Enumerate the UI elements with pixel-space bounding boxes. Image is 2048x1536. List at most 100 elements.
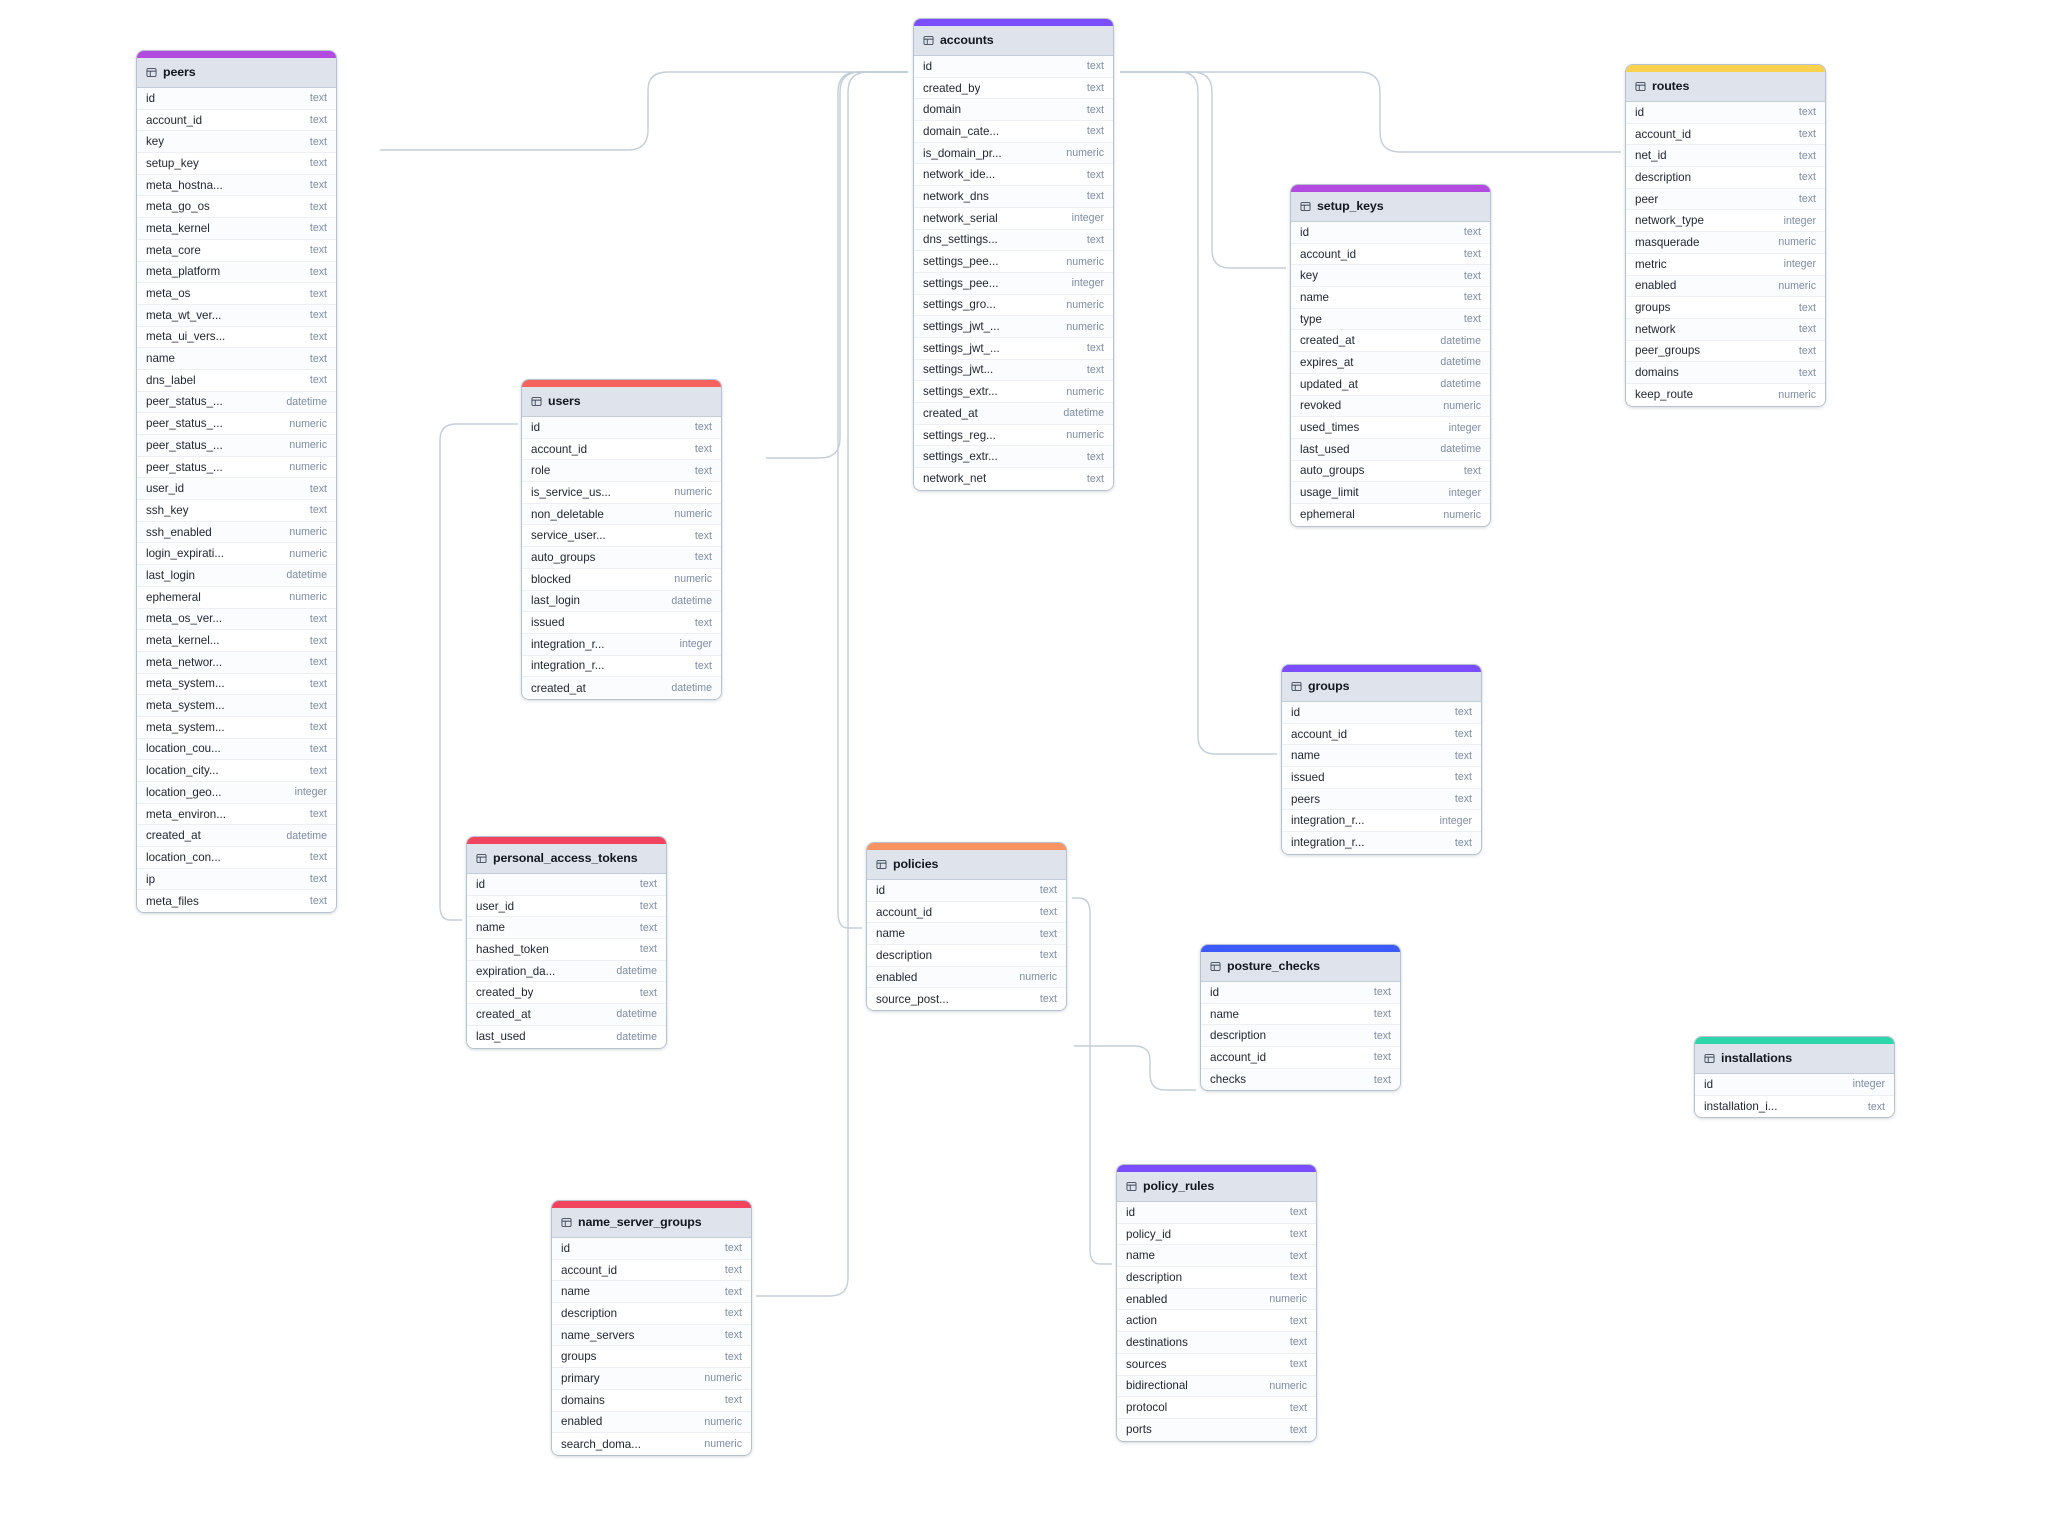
- field-row[interactable]: location_geo...integer: [137, 782, 336, 804]
- table-header-peers[interactable]: peers: [137, 58, 336, 88]
- field-row[interactable]: settings_jwt...text: [914, 359, 1113, 382]
- field-row[interactable]: meta_ui_vers...text: [137, 326, 336, 349]
- field-row[interactable]: location_cou...text: [137, 738, 336, 761]
- table-header-name_server_groups[interactable]: name_server_groups: [552, 1208, 751, 1238]
- field-row[interactable]: peer_status_...datetime: [137, 391, 336, 414]
- table-header-policies[interactable]: policies: [867, 850, 1066, 880]
- field-row[interactable]: meta_hostna...text: [137, 174, 336, 197]
- field-row[interactable]: integration_r...text: [1282, 832, 1481, 854]
- field-row[interactable]: integration_r...integer: [1282, 810, 1481, 833]
- field-row[interactable]: domain_cate...text: [914, 121, 1113, 143]
- field-row[interactable]: is_service_us...numeric: [522, 482, 721, 504]
- field-row[interactable]: search_doma...numeric: [552, 1433, 751, 1455]
- field-row[interactable]: meta_os_ver...text: [137, 608, 336, 631]
- table-header-policy_rules[interactable]: policy_rules: [1117, 1172, 1316, 1202]
- field-row[interactable]: peer_status_...numeric: [137, 435, 336, 457]
- field-row[interactable]: settings_pee...integer: [914, 272, 1113, 295]
- table-header-users[interactable]: users: [522, 387, 721, 417]
- field-row[interactable]: source_post...text: [867, 988, 1066, 1011]
- field-row[interactable]: meta_kernel...text: [137, 630, 336, 652]
- table-header-routes[interactable]: routes: [1626, 72, 1825, 102]
- field-row[interactable]: settings_jwt_...text: [914, 337, 1113, 360]
- field-row[interactable]: peer_status_...numeric: [137, 456, 336, 479]
- field-row[interactable]: settings_reg...numeric: [914, 424, 1113, 447]
- field-row[interactable]: installation_i...text: [1695, 1095, 1894, 1118]
- field-row[interactable]: meta_system...text: [137, 695, 336, 717]
- field-row[interactable]: meta_wt_ver...text: [137, 304, 336, 327]
- field-row[interactable]: meta_system...text: [137, 673, 336, 696]
- field-row[interactable]: settings_gro...numeric: [914, 294, 1113, 317]
- table-header-groups[interactable]: groups: [1282, 672, 1481, 702]
- table-header-personal_access_tokens[interactable]: personal_access_tokens: [467, 844, 666, 874]
